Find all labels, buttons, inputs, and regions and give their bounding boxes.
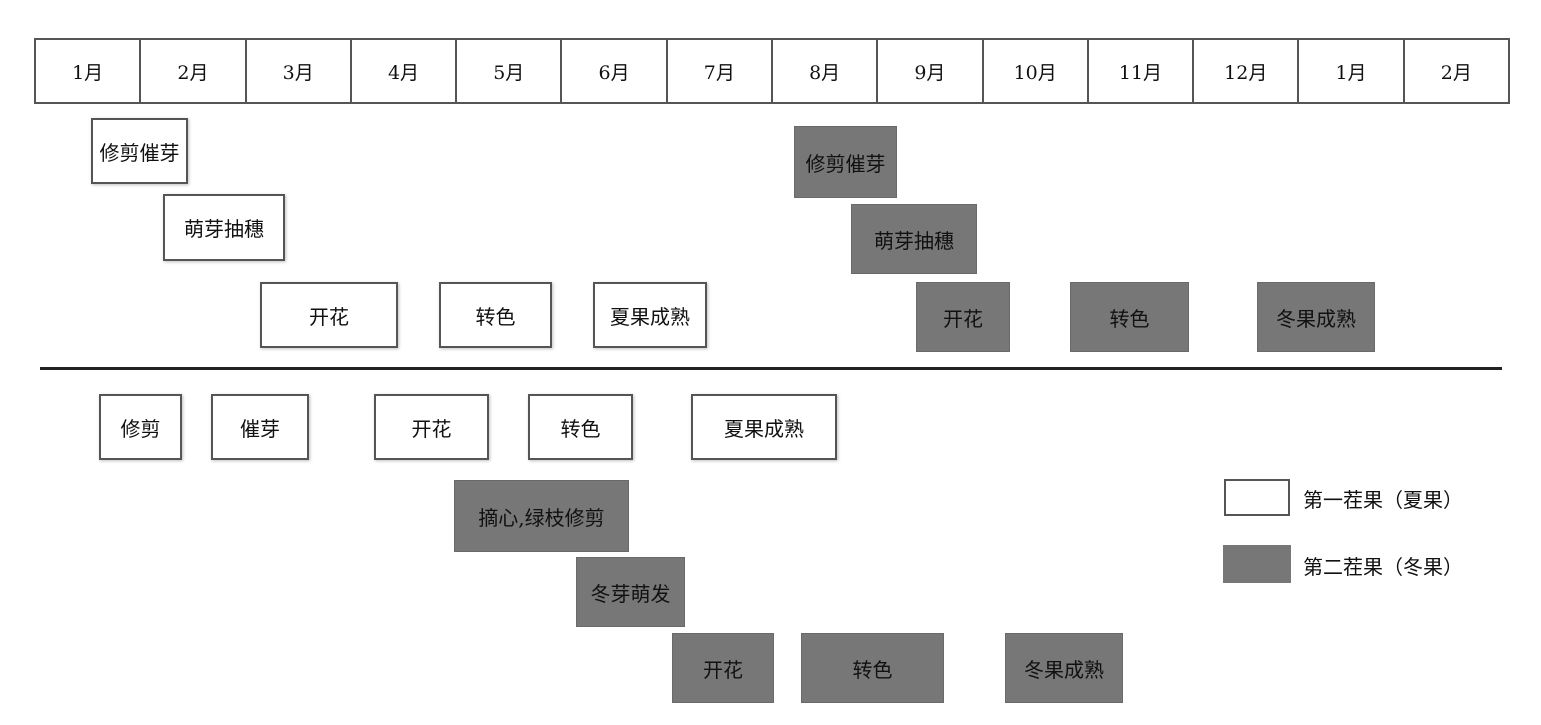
legend-label-summer: 第一茬果（夏果） <box>1303 488 1463 512</box>
lower-winter-ripening: 冬果成熟 <box>1005 633 1123 703</box>
month-cell: 3月 <box>247 40 352 102</box>
lower-summer-budbreak: 催芽 <box>211 394 309 460</box>
month-cell: 11月 <box>1089 40 1195 102</box>
month-cell: 6月 <box>562 40 668 102</box>
lower-summer-ripening: 夏果成熟 <box>691 394 837 460</box>
upper-winter-veraison: 转色 <box>1070 282 1189 352</box>
month-cell: 1月 <box>36 40 142 102</box>
upper-winter-flowering: 开花 <box>916 282 1010 352</box>
upper-winter-pruning-budbreak: 修剪催芽 <box>794 126 897 198</box>
lower-summer-pruning: 修剪 <box>99 394 182 460</box>
upper-winter-ripening: 冬果成熟 <box>1257 282 1375 352</box>
month-cell: 2月 <box>1440 61 1472 84</box>
upper-summer-ripening: 夏果成熟 <box>593 282 707 348</box>
month-cell: 2月 <box>141 40 247 102</box>
month-cell: 5月 <box>457 40 563 102</box>
upper-summer-pruning-budbreak: 修剪催芽 <box>91 118 188 184</box>
month-cell: 1月 <box>1299 40 1405 102</box>
legend-swatch-winter <box>1223 545 1291 583</box>
month-cell: 12月 <box>1194 40 1300 102</box>
legend-swatch-summer <box>1224 479 1290 516</box>
month-cell: 4月 <box>352 40 458 102</box>
month-cell: 9月 <box>878 40 984 102</box>
upper-summer-veraison: 转色 <box>439 282 552 348</box>
lower-winter-veraison: 转色 <box>801 633 944 703</box>
month-cell: 8月 <box>773 40 879 102</box>
panel-divider <box>40 367 1502 370</box>
lower-winter-pinching-pruning: 摘心,绿枝修剪 <box>454 480 629 552</box>
month-cell: 7月 <box>668 40 773 102</box>
lower-summer-flowering: 开花 <box>374 394 489 460</box>
lower-summer-veraison: 转色 <box>528 394 633 460</box>
legend-label-winter: 第二茬果（冬果） <box>1303 555 1463 579</box>
upper-summer-flowering: 开花 <box>260 282 398 348</box>
month-header-row: 1月 2月 3月 4月 5月 6月 7月 8月 9月 10月 11月 12月 1… <box>34 38 1510 104</box>
upper-summer-sprouting: 萌芽抽穗 <box>163 194 285 261</box>
lower-winter-bud-sprouting: 冬芽萌发 <box>576 557 685 627</box>
upper-winter-sprouting: 萌芽抽穗 <box>851 204 977 274</box>
month-cell: 10月 <box>984 40 1089 102</box>
lower-winter-flowering: 开花 <box>672 633 774 703</box>
